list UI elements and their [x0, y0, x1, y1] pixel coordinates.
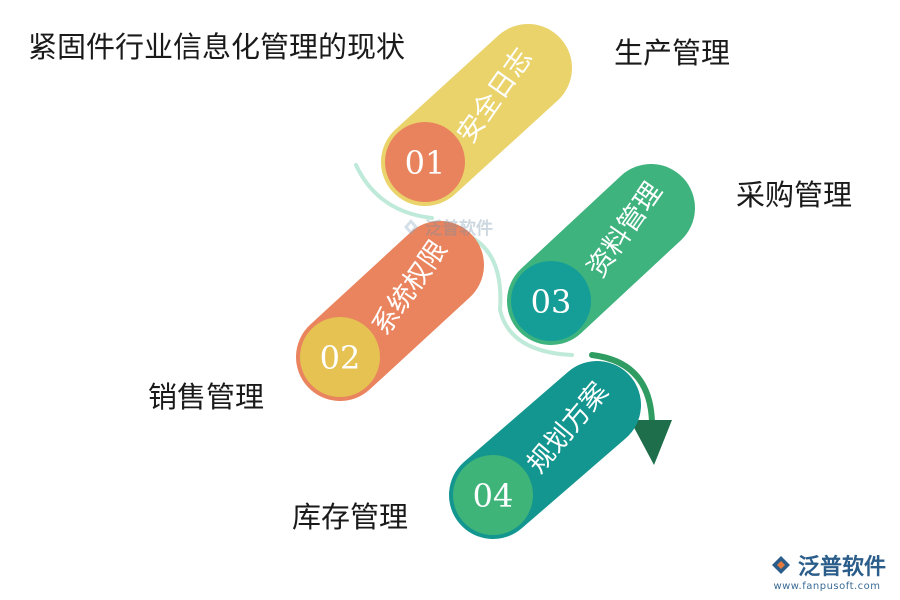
watermark-text: 泛普软件 [425, 219, 493, 239]
label-purchasing: 采购管理 [736, 178, 853, 212]
pill-01-number: 01 [405, 144, 446, 182]
watermark: 泛普软件 [400, 214, 493, 239]
pill-02-number: 02 [320, 339, 361, 377]
brand-name: 泛普软件 [797, 555, 886, 580]
brand-url: www.fanpusoft.com [773, 581, 881, 592]
page-title: 紧固件行业信息化管理的现状 [28, 30, 406, 64]
pill-03: 03 资料管理 [507, 164, 695, 345]
pill-01: 01 安全日志 [381, 24, 572, 206]
connector-arc-3-4 [498, 308, 574, 357]
flow-arrow-head [630, 420, 672, 465]
pill-04-number: 04 [473, 477, 514, 515]
label-sales: 销售管理 [148, 380, 265, 414]
label-production: 生产管理 [614, 36, 731, 70]
fanpu-logo-icon [771, 556, 790, 574]
pill-02: 02 系统权限 [296, 221, 484, 401]
watermark-logo-icon [404, 218, 418, 235]
pill-03-number: 03 [531, 283, 572, 321]
connector-arc-1-2 [354, 163, 434, 220]
pill-02-circle [300, 317, 380, 397]
pill-01-circle [385, 122, 465, 202]
brand-logo: 泛普软件 www.fanpusoft.com [768, 549, 886, 592]
label-inventory: 库存管理 [292, 500, 409, 534]
pill-03-circle [511, 261, 591, 341]
pill-04-circle [453, 455, 533, 535]
pill-04: 04 规划方案 [449, 361, 641, 539]
flow-arrow-line [589, 352, 655, 425]
